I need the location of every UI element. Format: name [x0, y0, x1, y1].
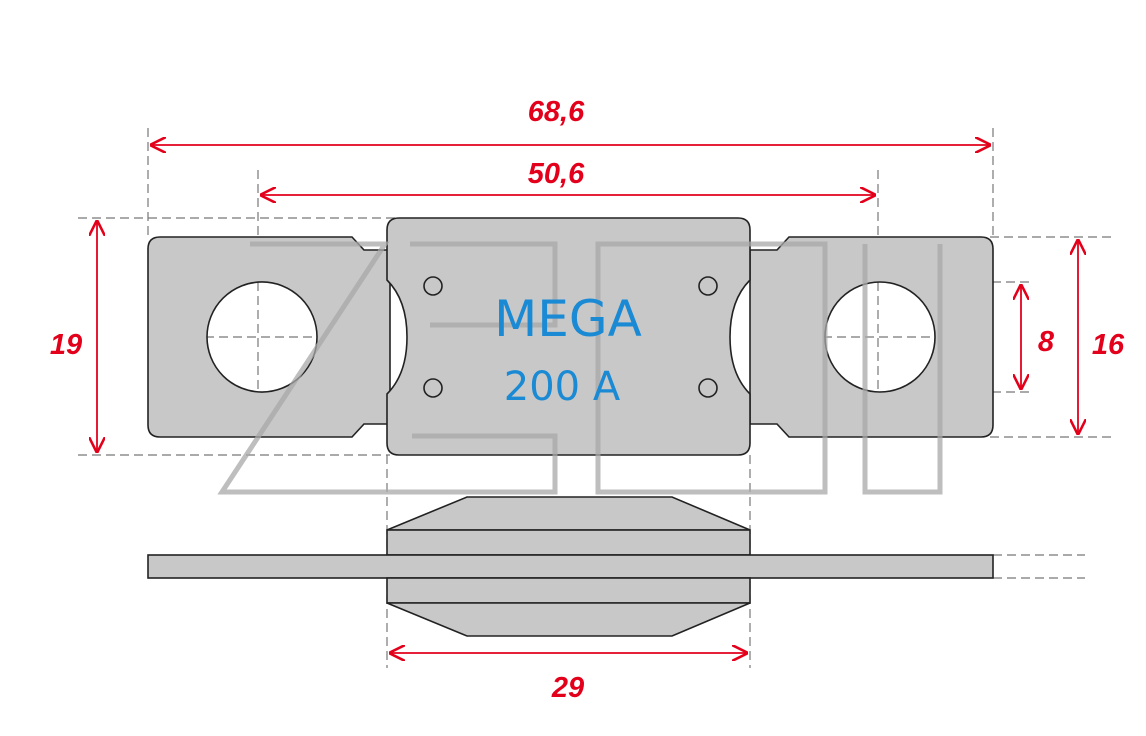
dim-tab-height: 16: [1092, 329, 1125, 361]
watermark-logo: [217, 241, 943, 495]
fuse-top-view: [147, 217, 994, 456]
fuse-type-label: MEGA: [494, 290, 642, 348]
dimension-lines: [97, 145, 1078, 653]
side-body-top: [386, 496, 751, 531]
rivet: [423, 276, 443, 296]
left-terminal-tab: [147, 236, 391, 438]
rivet: [423, 378, 443, 398]
dim-body-width: 29: [551, 672, 584, 704]
dim-overall-length: 68,6: [528, 96, 585, 128]
side-terminal-plate: [147, 554, 994, 579]
dim-hole-diameter: 8: [1038, 326, 1055, 358]
rivet: [698, 378, 718, 398]
side-body-upper: [386, 529, 751, 556]
rivet: [698, 276, 718, 296]
fuse-rating-label: 200 A: [504, 364, 621, 410]
fuse-body: [386, 217, 751, 456]
dim-body-height: 19: [50, 329, 82, 361]
fuse-side-view: [147, 496, 994, 637]
side-body-bottom: [386, 602, 751, 637]
side-body-lower: [386, 577, 751, 604]
right-terminal-tab: [749, 236, 994, 438]
dim-hole-spacing: 50,6: [528, 158, 585, 190]
